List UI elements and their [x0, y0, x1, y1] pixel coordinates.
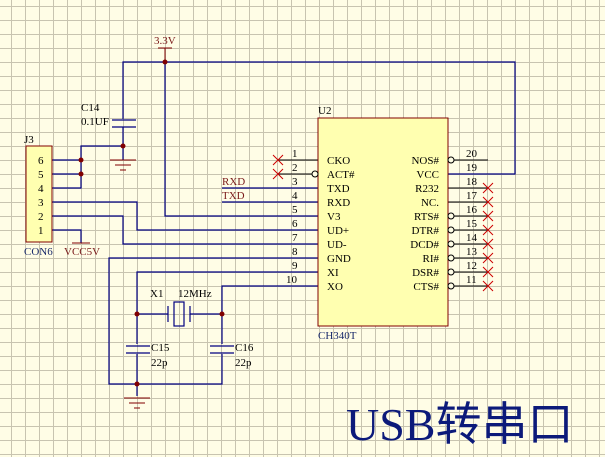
j3-pin: 2	[38, 211, 44, 223]
u2-pin-number: 15	[466, 218, 478, 230]
c16-value: 22p	[235, 357, 252, 369]
wire-xi	[136, 271, 318, 344]
wire-vcc5v	[52, 229, 82, 243]
u2-pin-number: 4	[292, 190, 298, 202]
crystal-x1[interactable]: X1 12MHz	[150, 288, 212, 327]
schematic-title: USB转串口	[346, 399, 573, 450]
chip-u2[interactable]: U2 CH340T	[317, 105, 449, 342]
x1-ref: X1	[150, 288, 163, 300]
u2-pin-name: RXD	[327, 197, 350, 209]
wire-ud-plus	[52, 201, 318, 231]
j3-pin: 3	[38, 197, 44, 209]
u2-pin-number: 16	[466, 204, 478, 216]
u2-pin-number: 5	[292, 204, 298, 216]
net-label-txd: TXD	[222, 190, 245, 202]
u2-pin-name: TXD	[327, 183, 350, 195]
u2-pin-number: 19	[466, 162, 478, 174]
u2-pin-name: RI#	[423, 253, 440, 265]
net-label-rxd: RXD	[222, 176, 245, 188]
u2-pin-name: DCD#	[410, 239, 439, 251]
u2-pin-name: RTS#	[414, 211, 440, 223]
u2-pin-name: UD-	[327, 239, 347, 251]
c14-ref: C14	[81, 102, 100, 114]
u2-pin-name: NOS#	[411, 155, 439, 167]
u2-pin-name: NC.	[421, 197, 439, 209]
u2-pin-name: V3	[327, 211, 341, 223]
connector-j3[interactable]: J3 CON6 6 5 4 3 2 1	[24, 134, 53, 258]
j3-ref: J3	[24, 134, 34, 146]
u2-pin-number: 13	[466, 246, 478, 258]
u2-pin-number: 14	[466, 232, 478, 244]
c14-value: 0.1UF	[81, 116, 109, 128]
wire-xo	[221, 285, 318, 344]
c16-ref: C16	[235, 342, 254, 354]
u2-pin-number: 18	[466, 176, 478, 188]
u2-pin-name: XO	[327, 281, 343, 293]
no-connect-markers	[272, 154, 494, 292]
j3-part: CON6	[24, 246, 53, 258]
u2-pin-name: GND	[327, 253, 351, 265]
j3-pin: 5	[38, 169, 44, 181]
j3-pin: 6	[38, 155, 44, 167]
u2-pin-name: DTR#	[412, 225, 440, 237]
u2-pin-number: 1	[292, 148, 298, 160]
u2-pin-name: DSR#	[412, 267, 439, 279]
bubble-act	[311, 170, 319, 178]
junctions	[78, 59, 225, 387]
u2-pin-number: 17	[466, 190, 478, 202]
u2-part: CH340T	[318, 330, 357, 342]
vcc5v-label: VCC5V	[64, 246, 100, 258]
u2-pin-number: 8	[292, 246, 298, 258]
u2-pin-number: 6	[292, 218, 298, 230]
u2-pin-number: 9	[292, 260, 298, 272]
wire-ud-minus	[52, 215, 318, 245]
ground-icon	[124, 397, 150, 409]
ground-icon	[110, 159, 136, 171]
u2-pin-number: 3	[292, 176, 298, 188]
wire-v3	[164, 62, 318, 217]
u2-pin-number: 2	[292, 162, 298, 174]
u2-pin-name: XI	[327, 267, 339, 279]
u2-pin-number: 10	[286, 274, 298, 286]
capacitor-c16[interactable]: C16 22p	[210, 342, 254, 369]
vcc5v-port: VCC5V	[64, 242, 100, 258]
c15-value: 22p	[151, 357, 168, 369]
u2-pin-name: UD+	[327, 225, 349, 237]
j3-pin: 1	[38, 225, 44, 237]
v33-port: 3.3V	[154, 35, 176, 62]
u2-pin-number: 20	[466, 148, 478, 160]
capacitor-c14[interactable]: C14 0.1UF	[81, 102, 136, 128]
u2-pin-number: 12	[466, 260, 477, 272]
capacitor-c15[interactable]: C15 22p	[126, 342, 170, 369]
j3-pin: 4	[38, 183, 44, 195]
x1-value: 12MHz	[178, 288, 212, 300]
wire-gnd	[108, 257, 318, 385]
u2-pin-name: CTS#	[413, 281, 439, 293]
u2-pin-name: R232	[415, 183, 439, 195]
u2-pin-name: VCC	[416, 169, 439, 181]
u2-pin-name: CKO	[327, 155, 350, 167]
c15-ref: C15	[151, 342, 170, 354]
u2-ref: U2	[318, 105, 331, 117]
u2-pin-number: 11	[466, 274, 477, 286]
wire-c14-gnd	[52, 127, 124, 189]
u2-pin-number: 7	[292, 232, 298, 244]
u2-pin-name: ACT#	[327, 169, 355, 181]
v33-label: 3.3V	[154, 35, 176, 47]
wires	[52, 61, 516, 396]
wire-3v3-rail	[122, 61, 516, 175]
